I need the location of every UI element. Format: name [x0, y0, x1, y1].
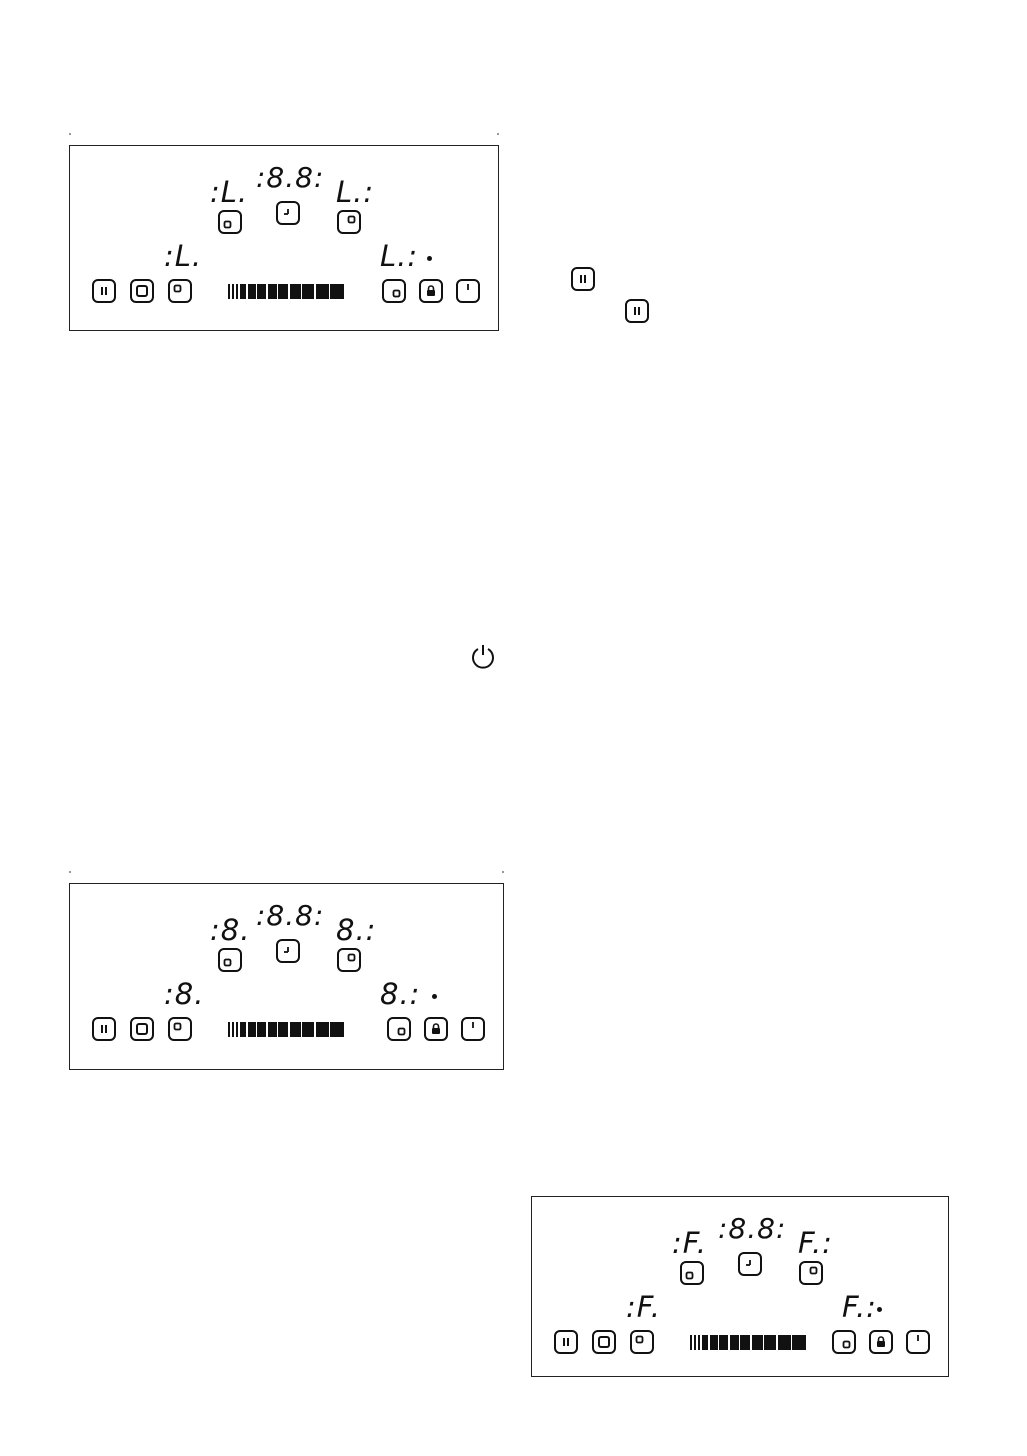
lock-icon[interactable] — [869, 1330, 893, 1354]
slider-segment — [290, 1022, 301, 1037]
zone-front-left-icon[interactable] — [218, 210, 242, 234]
slider-segment — [268, 1022, 277, 1037]
power-icon — [469, 642, 497, 674]
slider-segment — [268, 284, 277, 299]
slider-segment — [232, 284, 234, 299]
slider-segment — [698, 1335, 700, 1350]
slider-segment — [236, 284, 238, 299]
zone-rear-right-icon[interactable] — [337, 210, 361, 234]
slider-segment — [778, 1335, 791, 1350]
slider-segment — [730, 1335, 739, 1350]
timer-icon[interactable] — [276, 939, 300, 963]
slider-segment — [710, 1335, 718, 1350]
timer-icon[interactable] — [276, 201, 300, 225]
slider-segment — [719, 1335, 728, 1350]
crop-mark — [502, 871, 504, 873]
slider-segment — [690, 1335, 692, 1350]
slider-segment — [316, 284, 329, 299]
zone-rear-left-icon[interactable] — [168, 279, 192, 303]
zone-front-right-icon[interactable] — [832, 1330, 856, 1354]
indicator-dot — [427, 256, 432, 261]
display-zone-rear-left: :F. — [626, 1293, 661, 1322]
slider-segment — [764, 1335, 776, 1350]
display-timer: :8.8: — [256, 902, 324, 930]
slider-segment — [228, 1022, 230, 1037]
indicator-dot — [877, 1307, 882, 1312]
slider-segment — [278, 284, 288, 299]
slider-segment — [236, 1022, 238, 1037]
control-panel-diagram: :8.8::8.8.::8.8.: — [69, 883, 504, 1070]
square-icon[interactable] — [130, 279, 154, 303]
square-icon[interactable] — [592, 1330, 616, 1354]
timer-icon[interactable] — [738, 1252, 762, 1276]
control-panel-diagram: :8.8::L.L.::L.L.: — [69, 145, 499, 331]
slider-segment — [290, 284, 301, 299]
crop-mark — [69, 133, 71, 135]
zone-front-left-icon[interactable] — [680, 1261, 704, 1285]
zone-front-left-icon[interactable] — [218, 948, 242, 972]
slider-segment — [330, 284, 344, 299]
lock-icon[interactable] — [424, 1017, 448, 1041]
slider-segment — [752, 1335, 763, 1350]
display-zone-front-right: 8.: — [380, 980, 420, 1009]
power-icon[interactable] — [461, 1017, 485, 1041]
display-zone-front-left: :8. — [210, 916, 250, 945]
zone-rear-right-icon[interactable] — [337, 948, 361, 972]
power-icon[interactable] — [456, 279, 480, 303]
slider-segment — [694, 1335, 696, 1350]
slider-segment — [330, 1022, 344, 1037]
slider-segment — [316, 1022, 329, 1037]
slider-segment — [278, 1022, 288, 1037]
display-zone-rear-right: L.: — [336, 178, 374, 207]
power-level-slider[interactable] — [228, 284, 346, 299]
zone-rear-left-icon[interactable] — [168, 1017, 192, 1041]
zone-front-right-icon[interactable] — [387, 1017, 411, 1041]
slider-segment — [702, 1335, 708, 1350]
crop-mark — [497, 133, 499, 135]
power-level-slider[interactable] — [228, 1022, 346, 1037]
display-zone-front-left: :L. — [210, 178, 248, 207]
pause-icon[interactable] — [554, 1330, 578, 1354]
zone-front-right-icon[interactable] — [382, 279, 406, 303]
zone-rear-left-icon[interactable] — [630, 1330, 654, 1354]
crop-mark — [69, 871, 71, 873]
display-zone-front-right: F.: — [842, 1293, 877, 1322]
square-icon[interactable] — [130, 1017, 154, 1041]
slider-segment — [302, 284, 314, 299]
slider-segment — [257, 1022, 266, 1037]
lock-icon[interactable] — [419, 279, 443, 303]
display-zone-rear-right: F.: — [798, 1229, 833, 1258]
power-icon[interactable] — [906, 1330, 930, 1354]
display-zone-rear-left: :L. — [164, 242, 202, 271]
slider-segment — [248, 1022, 256, 1037]
pause-icon — [625, 299, 649, 323]
display-timer: :8.8: — [718, 1215, 786, 1243]
display-zone-rear-left: :8. — [164, 980, 204, 1009]
slider-segment — [232, 1022, 234, 1037]
pause-icon[interactable] — [92, 1017, 116, 1041]
slider-segment — [240, 1022, 246, 1037]
control-panel-diagram: :8.8::F.F.::F.F.: — [531, 1196, 949, 1377]
power-level-slider[interactable] — [690, 1335, 808, 1350]
display-zone-front-left: :F. — [672, 1229, 707, 1258]
pause-icon[interactable] — [92, 279, 116, 303]
slider-segment — [740, 1335, 750, 1350]
pause-icon — [571, 267, 595, 291]
slider-segment — [240, 284, 246, 299]
display-zone-rear-right: 8.: — [336, 916, 376, 945]
slider-segment — [257, 284, 266, 299]
display-zone-front-right: L.: — [380, 242, 418, 271]
slider-segment — [302, 1022, 314, 1037]
slider-segment — [228, 284, 230, 299]
slider-segment — [248, 284, 256, 299]
slider-segment — [792, 1335, 806, 1350]
indicator-dot — [432, 994, 437, 999]
zone-rear-right-icon[interactable] — [799, 1261, 823, 1285]
display-timer: :8.8: — [256, 164, 324, 192]
